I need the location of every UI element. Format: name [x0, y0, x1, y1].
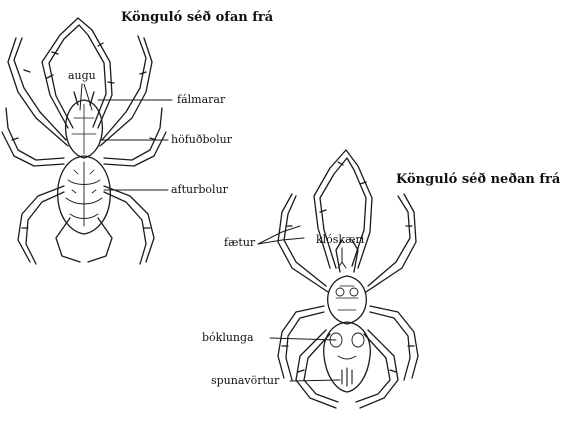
title-top-view: Könguló séð ofan frá — [121, 10, 273, 25]
spider-bottom-spinnerets — [342, 368, 352, 386]
spider-bottom-view — [278, 150, 418, 408]
spider-top-view — [2, 18, 166, 264]
label-kloskaeri: klóskæri — [316, 233, 364, 246]
spider-bottom-legs — [278, 150, 418, 408]
label-faetur: fætur — [224, 236, 255, 249]
label-hofudbolur: höfuðbolur — [171, 133, 232, 146]
leader-augu — [80, 84, 92, 110]
label-boklunga: bóklunga — [202, 331, 254, 344]
spider-bottom-cephalothorax — [328, 276, 367, 324]
label-spunavortur: spunavörtur — [211, 374, 279, 387]
title-bottom-view: Könguló séð neðan frá — [396, 172, 560, 187]
label-afturbolur: afturbolur — [171, 183, 228, 196]
leader-faetur — [258, 226, 304, 244]
label-augu: augu — [68, 69, 96, 82]
label-falmarar: fálmarar — [177, 93, 225, 106]
